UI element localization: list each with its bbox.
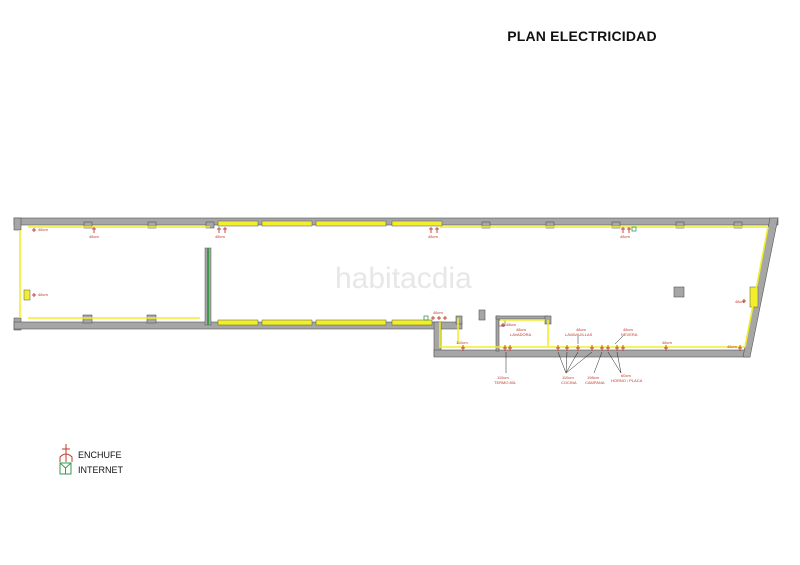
outlet-icon (501, 323, 505, 327)
legend: ENCHUFE INTERNET (59, 444, 124, 475)
internet-icon (423, 315, 429, 321)
left-wall-upper (13, 217, 22, 231)
right-slanted-wall (742, 217, 779, 358)
height-label: 48cm (215, 234, 225, 239)
appliance-label: HORNO / PLACA (611, 378, 643, 383)
outlet-icon (627, 227, 631, 233)
outlet-icon (606, 345, 610, 351)
outlet-icon (590, 345, 594, 351)
partition-b (495, 315, 500, 352)
appliance-label: TERMO 80L (494, 380, 517, 385)
bottom-wall-right (433, 349, 751, 358)
outlet-icon (437, 316, 441, 320)
outlet-icon (429, 227, 433, 233)
height-label: 110cm (497, 375, 509, 380)
outlet-icon (503, 345, 507, 351)
height-label: 48cm (735, 299, 745, 304)
appliance-label: LAVADORA (510, 332, 532, 337)
height-label: 48cm (89, 234, 99, 239)
height-label: 48cm (38, 227, 48, 232)
pillar-free (673, 286, 685, 298)
height-label: 48cm (433, 310, 443, 315)
outlet-icon (615, 345, 619, 351)
outlet-icon (621, 345, 625, 351)
interior-wall (204, 247, 212, 326)
height-label: 48cm (576, 327, 586, 332)
height-label: 48cm (620, 234, 630, 239)
outlet-icon (443, 316, 447, 320)
appliance-label: CAMPANA (585, 380, 605, 385)
height-label: 48cm (662, 340, 672, 345)
outlet-icon (738, 345, 742, 351)
appliance-label: COCINA (561, 380, 577, 385)
legend-label: ENCHUFE (78, 450, 122, 460)
outlet-icon (32, 228, 36, 232)
pillar-kitchen-1 (478, 309, 486, 321)
outlet-icon (600, 345, 604, 351)
internet-icon (59, 462, 72, 475)
outlet-icon (32, 293, 36, 297)
left-window (23, 289, 31, 301)
height-label: 110cm (456, 340, 468, 345)
outlet-icon (59, 444, 73, 462)
height-label: 48cm (506, 322, 516, 327)
height-label: 48cm (428, 234, 438, 239)
watermark: habitacdia (335, 262, 472, 295)
outlet-icon (742, 299, 746, 303)
outlet-icon (621, 227, 625, 233)
outlet-icon (92, 227, 96, 233)
outlet-icon (664, 345, 668, 351)
height-label: 48cm (623, 327, 633, 332)
callout-lines (505, 335, 624, 374)
outlet-icon (431, 316, 435, 320)
plan-title: PLAN ELECTRICIDAD (507, 28, 657, 44)
labels: 48cm 48cm 48cm 48cm 48cm 48cm 48cm 48cm … (38, 227, 745, 385)
height-label: 48cm (38, 292, 48, 297)
outlets (32, 227, 746, 351)
legend-label: INTERNET (78, 465, 124, 475)
outlet-icon (556, 345, 560, 351)
outlet-icon (565, 345, 569, 351)
outlet-icon (217, 227, 221, 233)
internet-sockets (423, 226, 637, 321)
appliance-label: LAVAVAJILLAS (565, 332, 593, 337)
height-label: 48cm (516, 327, 526, 332)
circuit-lines (19, 226, 769, 348)
partition-a (455, 315, 463, 325)
internet-icon (631, 226, 637, 232)
outlet-icon (508, 345, 512, 351)
height-label: 198cm (587, 375, 600, 380)
outlet-icon (461, 345, 465, 351)
appliance-label: NEVERA (621, 332, 638, 337)
height-label: 110cm (562, 375, 574, 380)
outlet-icon (223, 227, 227, 233)
partition-c (495, 315, 549, 320)
height-label: 60cm (621, 373, 631, 378)
outlet-icon (435, 227, 439, 233)
height-label: 48cm (727, 344, 737, 349)
outlet-icon (576, 345, 580, 351)
